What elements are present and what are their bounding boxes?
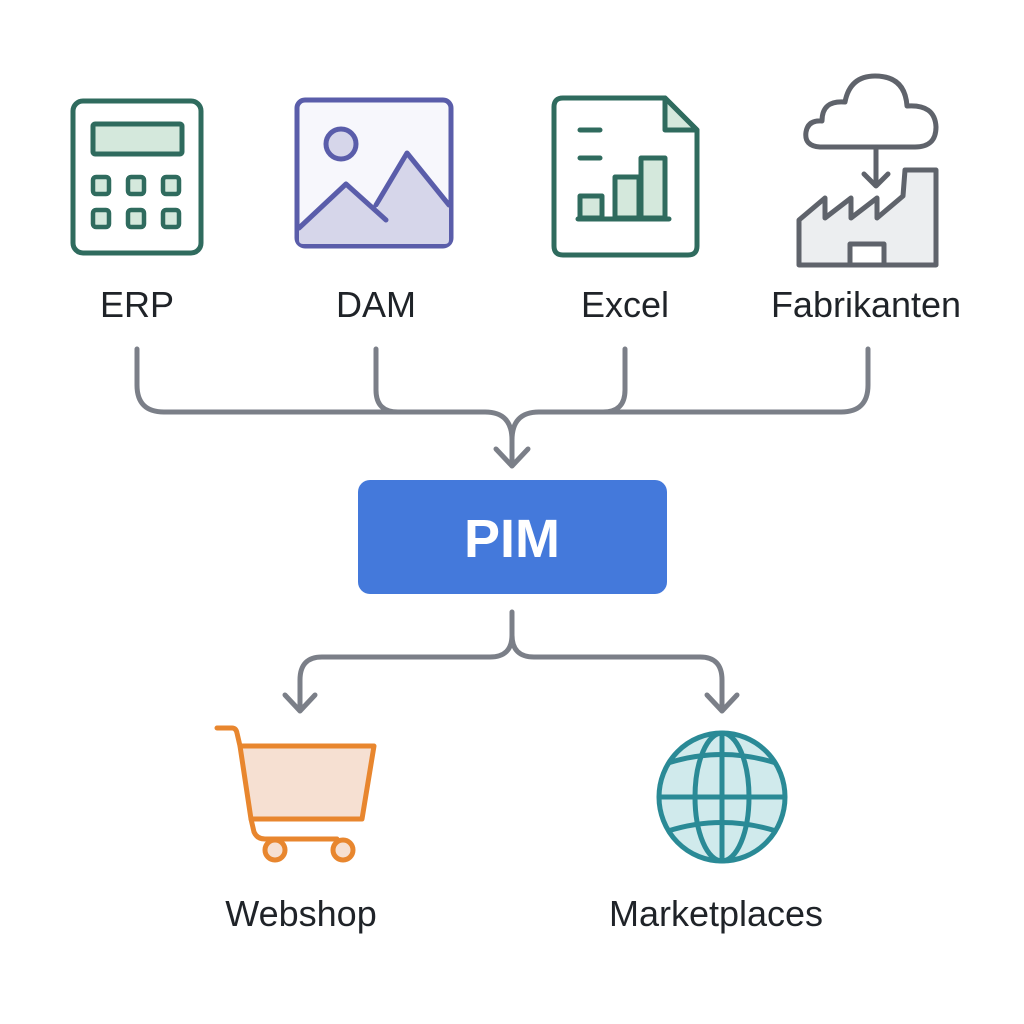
source-label-excel: Excel (581, 284, 669, 325)
source-label-fabrikanten: Fabrikanten (771, 284, 961, 325)
shopping-cart-icon (214, 725, 377, 863)
pim-label: PIM (464, 509, 560, 569)
arrow-down-icon (704, 692, 740, 714)
calculator-icon (70, 98, 204, 256)
spreadsheet-document-icon (551, 95, 700, 258)
output-label-webshop: Webshop (225, 893, 376, 934)
outbound-connectors (282, 609, 740, 714)
globe-icon (656, 730, 788, 864)
cloud-factory-icon (796, 73, 939, 268)
output-label-marketplaces: Marketplaces (609, 893, 823, 934)
pim-hub: PIM (358, 480, 667, 594)
inbound-connectors (134, 346, 871, 469)
source-label-erp: ERP (100, 284, 174, 325)
arrow-down-icon (282, 692, 318, 714)
source-label-dam: DAM (336, 284, 416, 325)
image-icon (294, 97, 454, 249)
arrow-down-icon (493, 446, 531, 469)
